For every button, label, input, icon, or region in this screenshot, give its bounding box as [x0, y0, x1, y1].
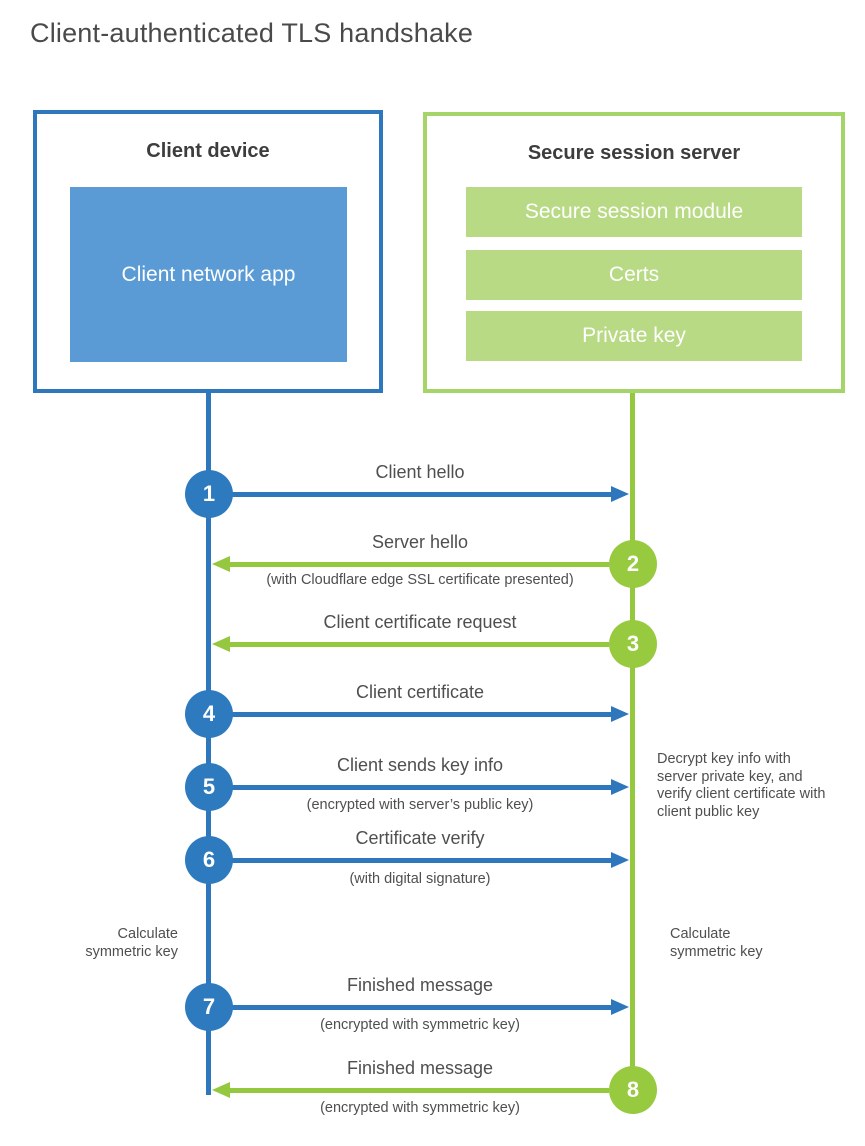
step-5-badge: 5 [185, 763, 233, 811]
step-1-arrow [230, 492, 612, 497]
step-3-label: Client certificate request [323, 612, 517, 632]
step-3-arrow [230, 642, 609, 647]
step-8-arrowhead-icon [212, 1082, 230, 1098]
step-1-arrowhead-icon [611, 486, 629, 502]
step-4-arrow [230, 712, 612, 717]
step-2-label: Server hello [371, 532, 469, 552]
step-6-subtext: (with digital signature) [349, 871, 491, 887]
step-2-arrowhead-icon [212, 556, 230, 572]
step-2-arrow [230, 562, 609, 567]
secure-session-server-title: Secure session server [527, 142, 741, 164]
step-8-subtext: (encrypted with symmetric key) [320, 1100, 520, 1116]
client-network-app-box: Client network app [70, 187, 347, 362]
client-lifeline [206, 393, 211, 1095]
step-2-subtext: (with Cloudflare edge SSL certificate pr… [266, 572, 574, 588]
secure-session-server-box: Secure session server Secure session mod… [423, 112, 845, 393]
decrypt-key-note: Decrypt key info with server private key… [657, 751, 826, 820]
step-7-arrow [230, 1005, 612, 1010]
server-lifeline [630, 393, 635, 1092]
step-8-badge: 8 [609, 1066, 657, 1114]
step-7-label: Finished message [346, 975, 494, 995]
page-title: Client-authenticated TLS handshake [30, 18, 474, 48]
step-1-label: Client hello [375, 462, 465, 482]
step-6-label: Certificate verify [355, 828, 485, 848]
calculate-symmetric-key-note-server: Calculate symmetric key [670, 926, 763, 960]
calculate-symmetric-key-note-client: Calculate symmetric key [85, 926, 178, 960]
step-7-badge: 7 [185, 983, 233, 1031]
private-key-bar: Private key [466, 311, 802, 361]
step-3-badge: 3 [609, 620, 657, 668]
step-5-subtext: (encrypted with server’s public key) [306, 797, 534, 813]
step-4-arrowhead-icon [611, 706, 629, 722]
secure-session-module-bar: Secure session module [466, 187, 802, 237]
step-3-arrowhead-icon [212, 636, 230, 652]
step-5-arrowhead-icon [611, 779, 629, 795]
step-6-badge: 6 [185, 836, 233, 884]
step-8-label: Finished message [346, 1058, 494, 1078]
step-8-arrow [230, 1088, 609, 1093]
step-7-arrowhead-icon [611, 999, 629, 1015]
step-1-badge: 1 [185, 470, 233, 518]
step-7-subtext: (encrypted with symmetric key) [320, 1017, 520, 1033]
step-5-label: Client sends key info [336, 755, 504, 775]
step-5-arrow [230, 785, 612, 790]
certs-bar: Certs [466, 250, 802, 300]
client-device-title: Client device [146, 140, 270, 162]
step-4-label: Client certificate [355, 682, 485, 702]
step-4-badge: 4 [185, 690, 233, 738]
client-device-box: Client device Client network app [33, 110, 383, 393]
step-2-badge: 2 [609, 540, 657, 588]
step-6-arrow [230, 858, 612, 863]
step-6-arrowhead-icon [611, 852, 629, 868]
